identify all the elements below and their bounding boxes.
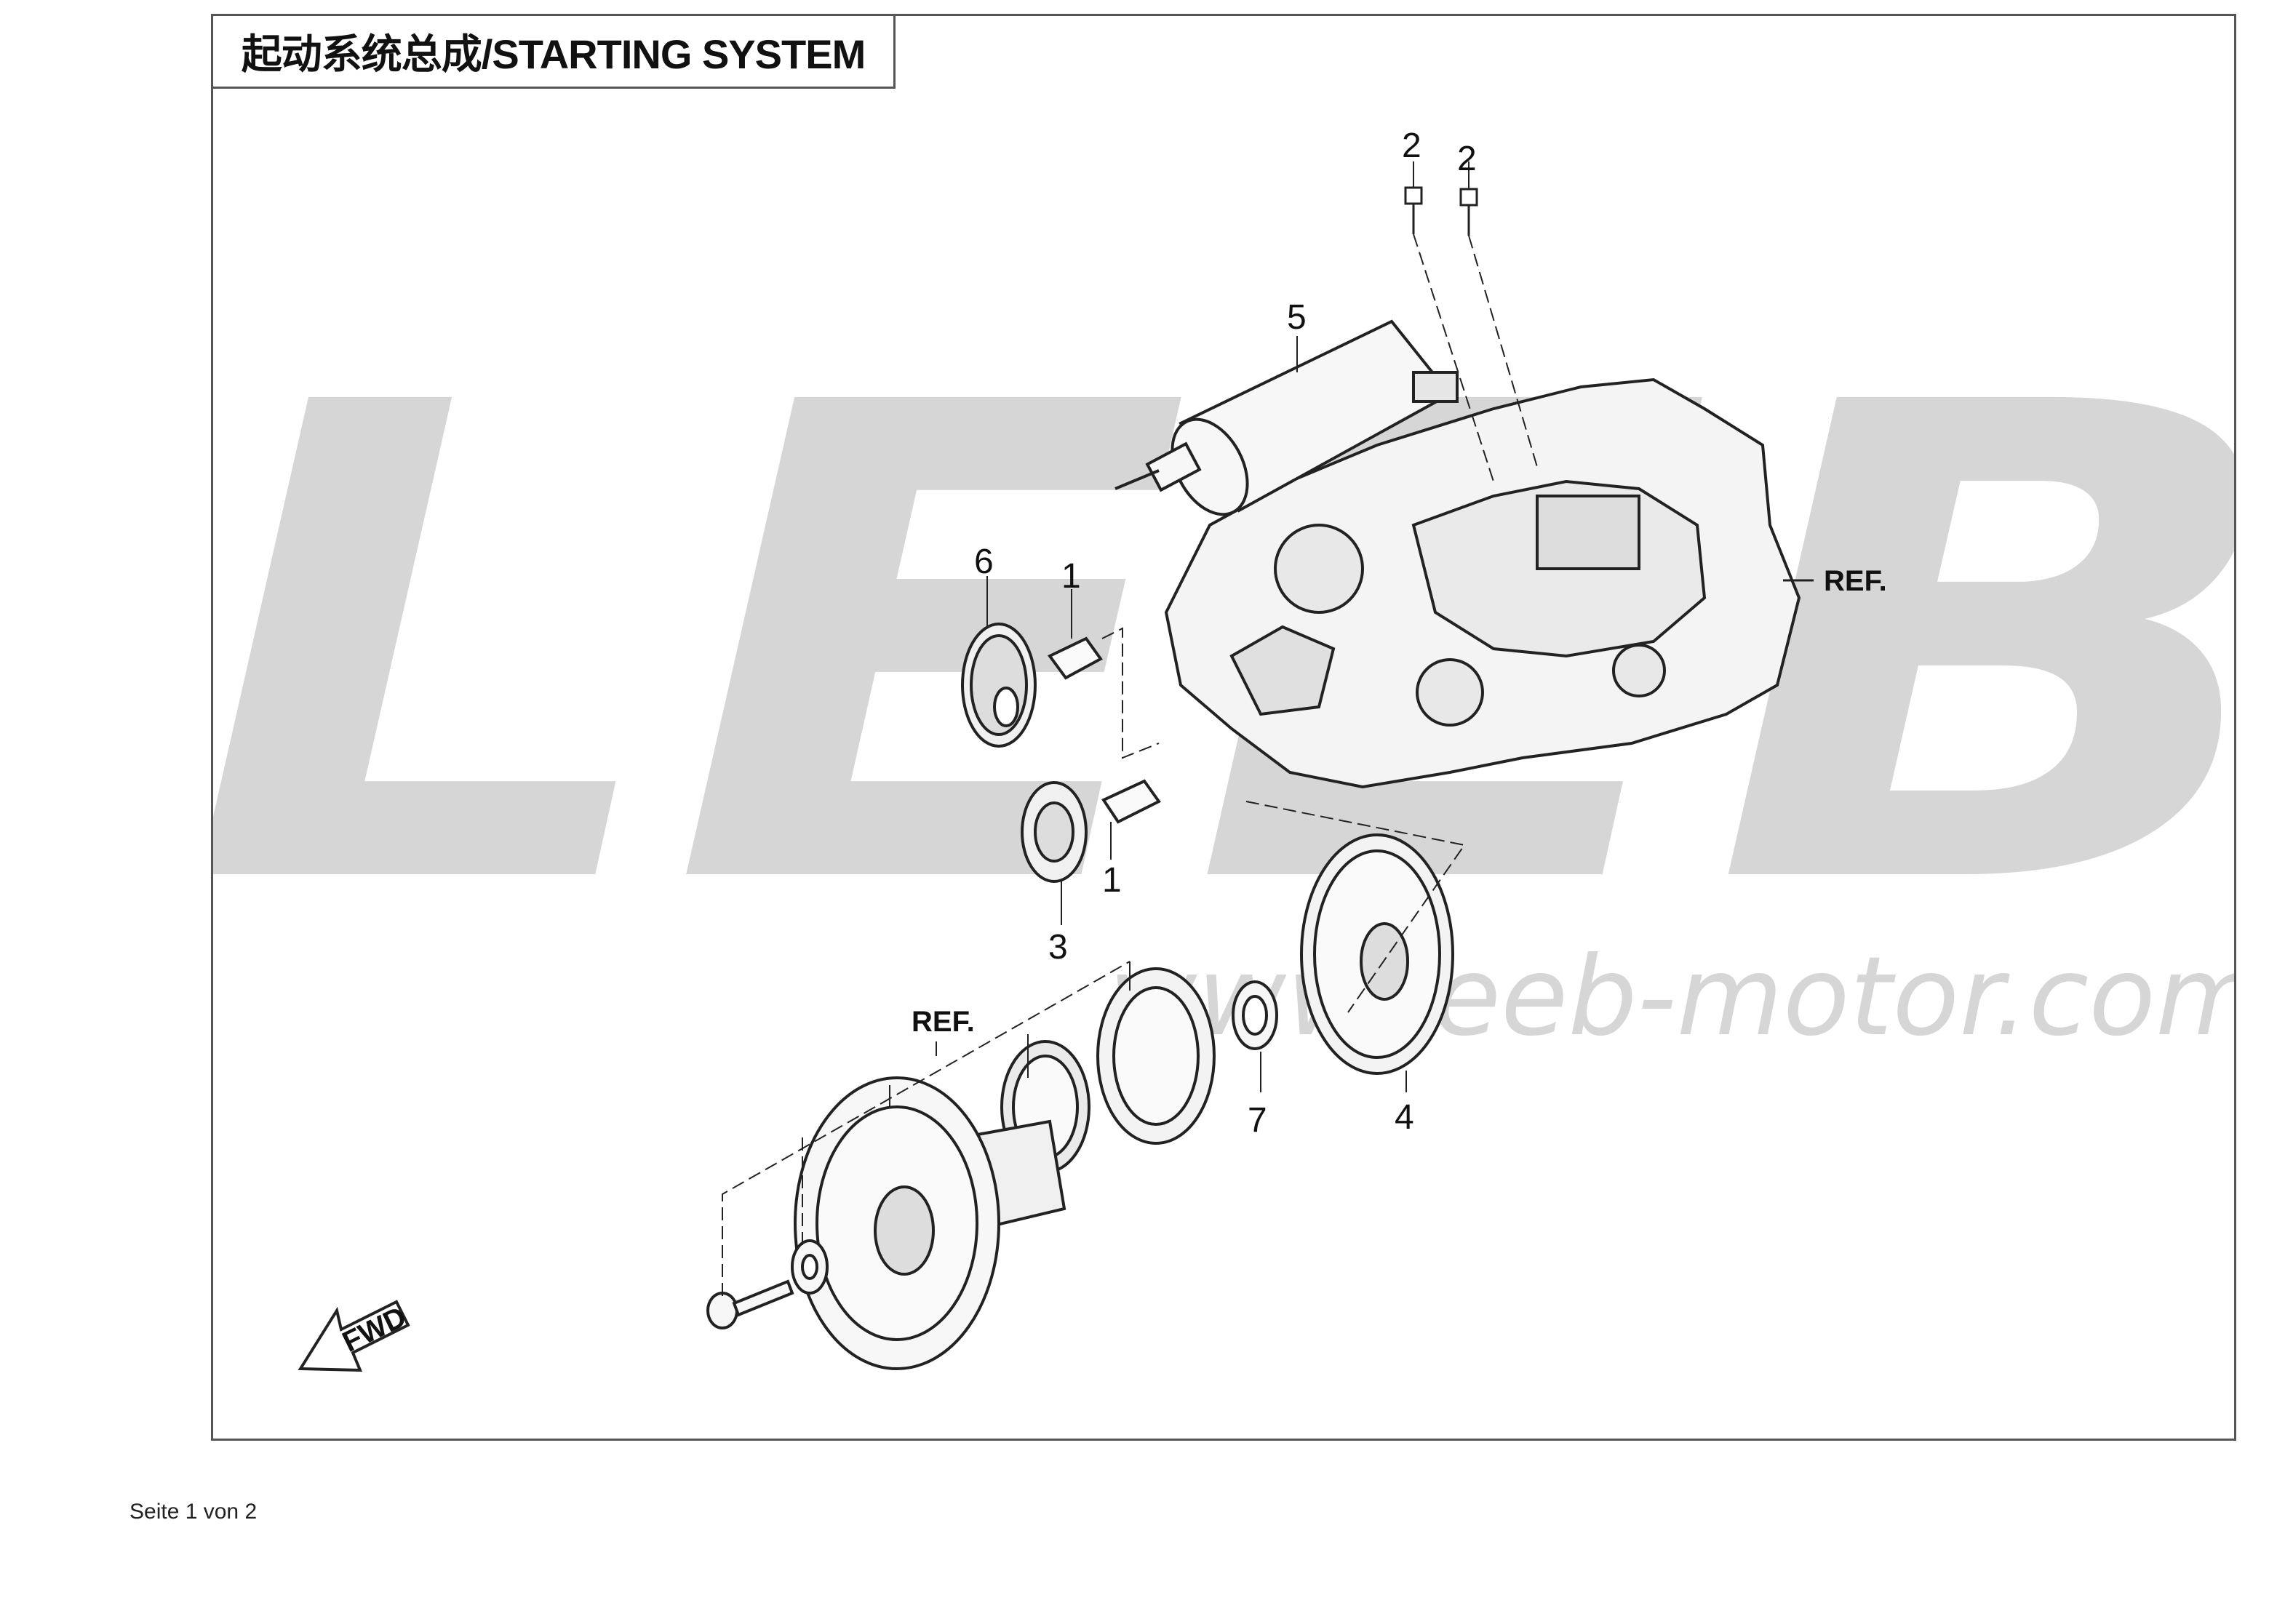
starter-driven-gear-icon <box>1300 833 1454 1075</box>
watermark-url: www.leeb-motor.com <box>1108 934 2236 1060</box>
flywheel-bolt-icon <box>706 1239 829 1329</box>
callout-bolt-right: 2 <box>1457 140 1477 178</box>
forward-arrow-icon: FWD <box>298 1300 411 1372</box>
diagram-frame: LEEB www.leeb-motor.com REF. 2 2 <box>211 14 2236 1441</box>
callout-shaft-lower: 1 <box>1102 861 1122 900</box>
starter-motor-icon <box>1114 319 1459 516</box>
one-way-clutch-icon <box>1096 967 1216 1145</box>
bolt-icon <box>1404 186 1478 236</box>
callout-starter-motor: 5 <box>1287 298 1307 337</box>
shaft-icon <box>1101 779 1161 824</box>
flywheel-icon <box>794 1076 1066 1370</box>
washer-icon <box>1232 980 1278 1050</box>
callout-washer: 7 <box>1248 1101 1267 1140</box>
flywheel-ref-label: REF. <box>912 1006 975 1038</box>
idle-gear-icon <box>961 623 1037 748</box>
forward-arrow-label: FWD <box>338 1300 411 1358</box>
callout-idle-gear: 6 <box>974 543 994 581</box>
callout-reduction-gear: 3 <box>1048 928 1068 967</box>
callout-shaft-upper: 1 <box>1061 557 1081 596</box>
reduction-gear-icon <box>1021 781 1088 883</box>
crankcase-ref-label: REF. <box>1824 565 1887 597</box>
callout-bolt-left: 2 <box>1402 127 1421 165</box>
page-title: 起动系统总成/STARTING SYSTEM <box>213 16 896 89</box>
shaft-icon <box>1047 636 1103 680</box>
page-footer: Seite 1 von 2 <box>129 1500 258 1524</box>
callout-starter-driven-gear: 4 <box>1395 1098 1414 1137</box>
crankcase-icon <box>1164 377 1801 789</box>
exploded-view-diagram: LEEB www.leeb-motor.com REF. 2 2 <box>213 127 2236 1372</box>
